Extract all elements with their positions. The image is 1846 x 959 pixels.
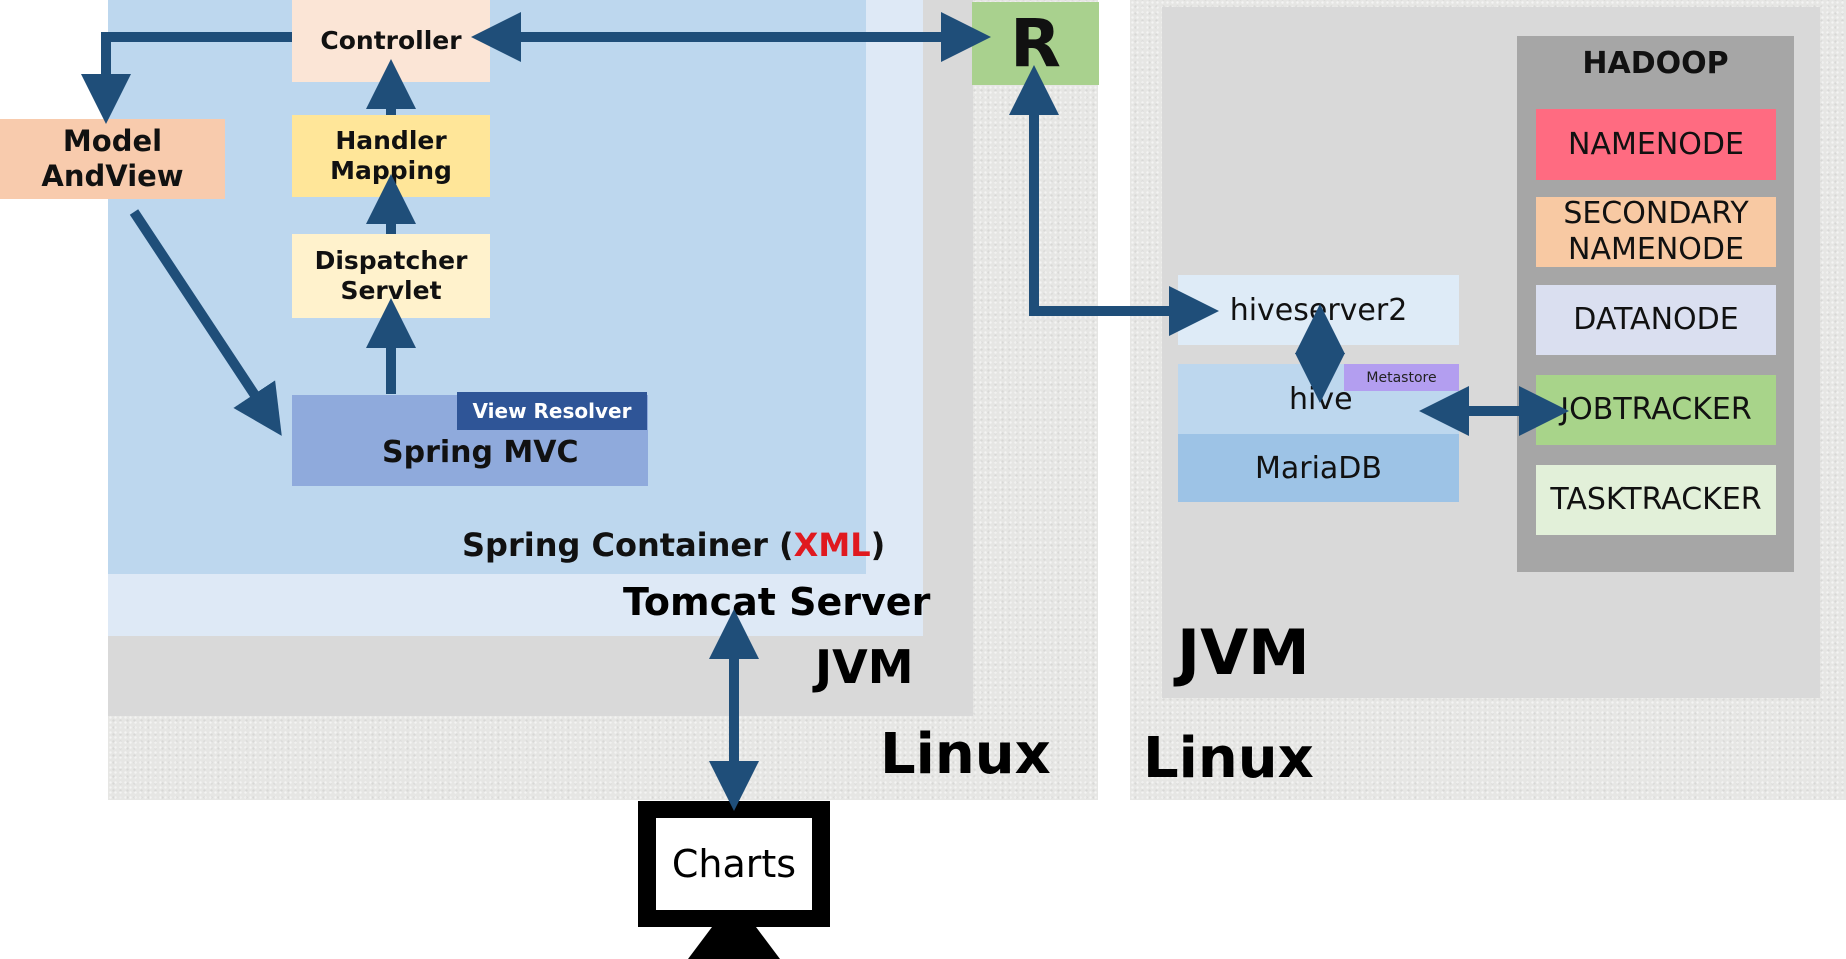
mariadb-box: MariaDB bbox=[1178, 434, 1459, 502]
arrow-r-to-hiveserver2 bbox=[1009, 65, 1219, 336]
view-resolver-box: View Resolver bbox=[457, 392, 647, 430]
spring-container-label: Spring Container (XML) bbox=[462, 526, 885, 564]
spring-mvc-label: Spring MVC bbox=[382, 435, 579, 470]
dispatcher-servlet-box: Dispatcher Servlet bbox=[292, 234, 490, 318]
spring-container-prefix: Spring Container ( bbox=[462, 526, 794, 564]
spring-container-suffix: ) bbox=[870, 526, 886, 564]
right-jvm-label: JVM bbox=[1177, 616, 1310, 689]
monitor-stand bbox=[688, 927, 780, 959]
datanode-box: DATANODE bbox=[1536, 285, 1776, 355]
arrow-modelandview-to-springmvc bbox=[129, 209, 282, 436]
right-linux-label: Linux bbox=[1143, 726, 1314, 791]
model-and-view-box: Model AndView bbox=[0, 119, 225, 199]
secondary-namenode-box: SECONDARY NAMENODE bbox=[1536, 196, 1776, 267]
tomcat-server-label: Tomcat Server bbox=[623, 580, 931, 624]
arrow-controller-to-modelandview bbox=[81, 32, 292, 124]
hadoop-title: HADOOP bbox=[1582, 45, 1729, 81]
charts-screen: Charts bbox=[656, 818, 812, 910]
namenode-box: NAMENODE bbox=[1536, 109, 1776, 180]
left-jvm-label: JVM bbox=[815, 640, 914, 694]
left-linux-label: Linux bbox=[880, 722, 1051, 787]
spring-container-xml: XML bbox=[793, 526, 871, 564]
tasktracker-box: TASKTRACKER bbox=[1536, 465, 1776, 535]
jobtracker-box: JOBTRACKER bbox=[1536, 375, 1776, 445]
